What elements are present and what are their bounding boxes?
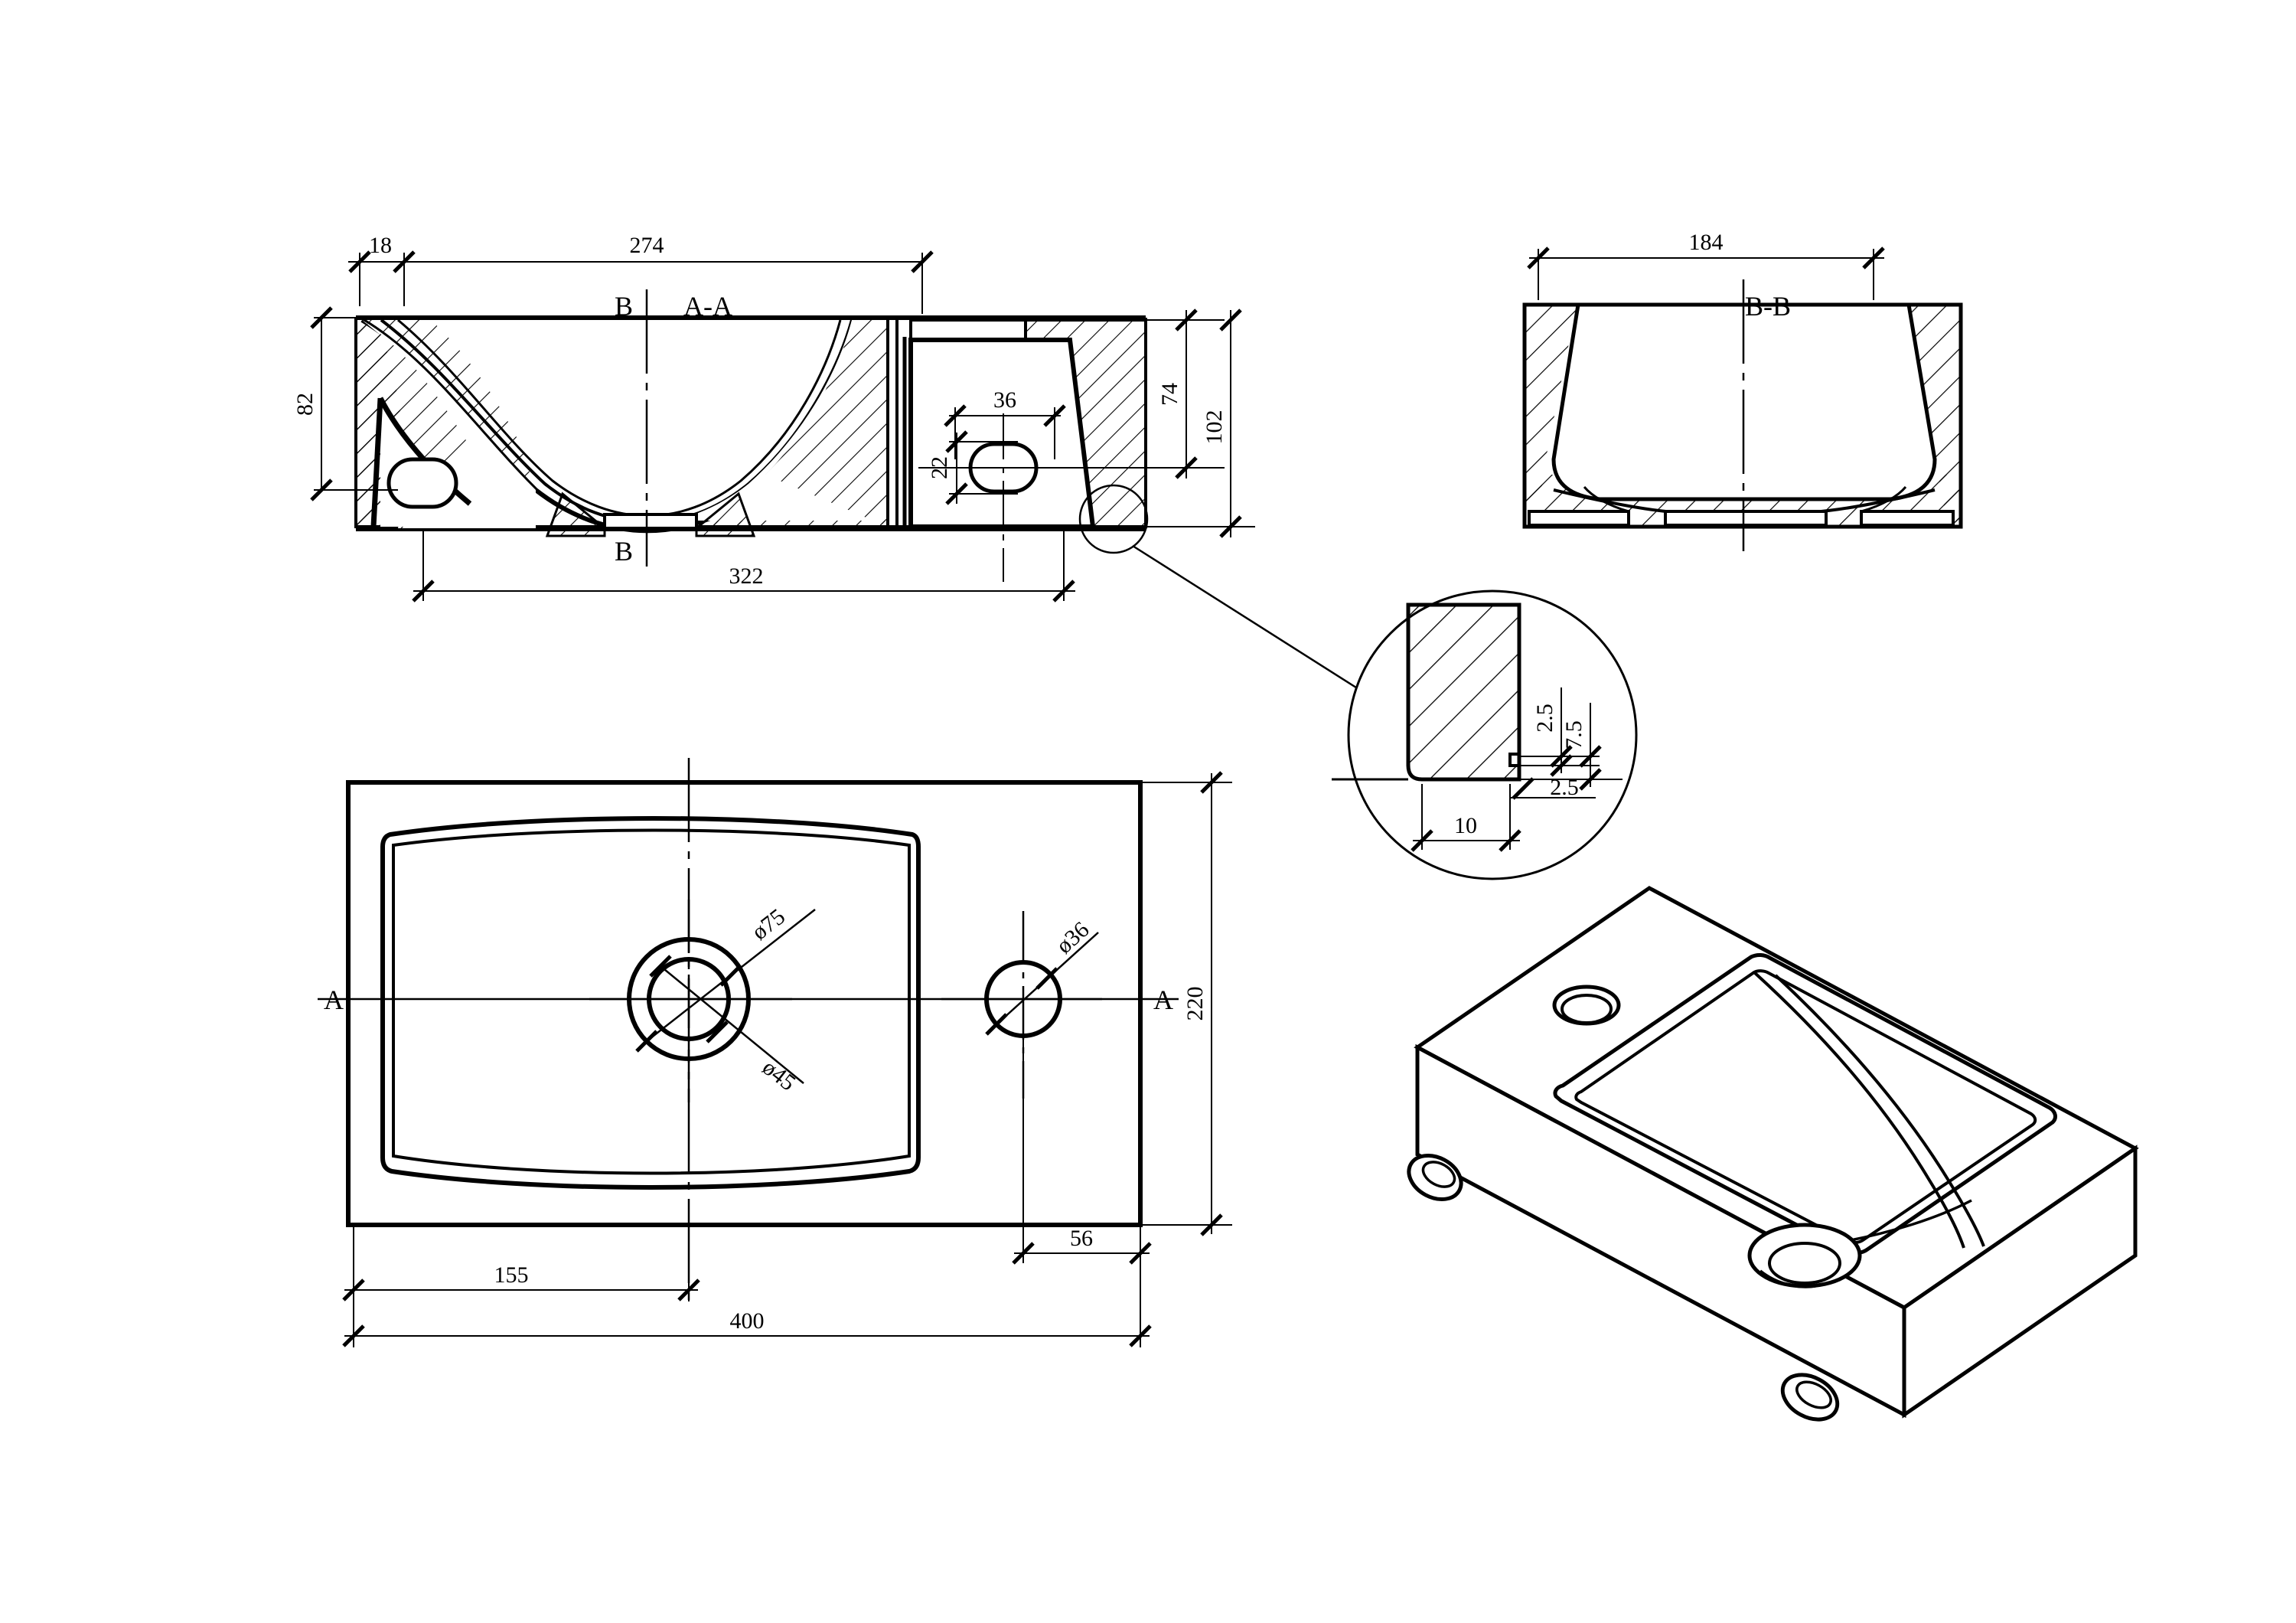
dim-102: 102 (1146, 310, 1255, 537)
dim-82: 82 (292, 308, 398, 500)
dim-56-text: 56 (1070, 1226, 1093, 1251)
dim-18-text: 18 (369, 233, 392, 258)
bb-view-label: B-B (1745, 291, 1791, 322)
view-section-bb: 184 B-B (1522, 230, 1963, 551)
dim-detail-7p5: 7.5 (1519, 703, 1623, 789)
dim-36-text: 36 (993, 387, 1016, 413)
bb-foot-slot-left (1528, 510, 1630, 527)
aa-section-mark-b-top: B (615, 291, 633, 322)
aa-section-mark-b-bottom: B (615, 536, 633, 567)
dim-detail-2p5-upper-text: 2.5 (1532, 704, 1557, 733)
dim-184-text: 184 (1689, 230, 1724, 255)
aa-left-obround-hole (386, 457, 458, 509)
iso-tap-hole-inner (1561, 994, 1613, 1024)
dim-22-text: 22 (927, 456, 952, 479)
iso-drain-inner (1768, 1242, 1841, 1285)
dim-detail-10-text: 10 (1454, 813, 1477, 838)
aa-view-label: A-A (683, 291, 732, 322)
dim-322-text: 322 (729, 563, 764, 589)
aa-foot-left-rib (545, 491, 606, 537)
view-plan: ø75 ø45 ø36 A A (318, 758, 1232, 1347)
dim-184: 184 (1528, 230, 1884, 300)
iso-side-hole-right-inner (1795, 1380, 1832, 1409)
iso-right-face (1902, 1145, 2138, 1419)
plan-section-mark-a-right: A (1153, 985, 1173, 1015)
dim-82-text: 82 (292, 393, 318, 416)
dim-155: 155 (344, 1225, 699, 1301)
iso-drain-shade (1759, 1269, 1816, 1288)
dim-400-text: 400 (730, 1308, 765, 1334)
detail-step-notch (1508, 753, 1519, 767)
dim-36: 36 (945, 387, 1065, 459)
iso-bowl-curve-1 (1753, 971, 1965, 1249)
iso-bowl-curve-2 (1774, 974, 1985, 1247)
aa-foot-slot (603, 513, 698, 530)
bb-foot-slot-right (1860, 510, 1955, 527)
bb-hatch-left (1525, 305, 1577, 527)
dim-detail-10: 10 (1412, 784, 1520, 851)
dim-322: 322 (413, 528, 1075, 601)
dim-detail-2p5-lower-text: 2.5 (1550, 775, 1579, 800)
dim-220-text: 220 (1182, 987, 1208, 1021)
dim-22: 22 (927, 432, 1018, 504)
dim-102-text: 102 (1202, 410, 1227, 445)
dim-detail-7p5-text: 7.5 (1561, 720, 1587, 749)
dim-274-text: 274 (630, 233, 664, 258)
iso-side-hole-left-inner (1421, 1161, 1456, 1188)
plan-section-mark-a-left: A (324, 985, 344, 1015)
dim-detail-2p5-lower: 2.5 (1510, 775, 1596, 800)
dim-274: 274 (403, 233, 932, 314)
detail-callout-leader (1132, 544, 1359, 691)
aa-foot-right-rib (695, 491, 756, 537)
dim-74-text: 74 (1157, 383, 1182, 406)
detail-wall-block (1406, 603, 1521, 782)
dim-400: 400 (344, 1253, 1150, 1347)
view-isometric (1407, 886, 2139, 1422)
dim-155-text: 155 (494, 1262, 529, 1288)
dim-detail-2p5-upper: 2.5 (1519, 687, 1600, 776)
view-section-aa: 18 274 82 322 (292, 233, 1359, 691)
dim-18: 18 (348, 233, 417, 306)
dim-56: 56 (1013, 1037, 1150, 1263)
iso-bowl-floor-edge (1846, 1199, 1972, 1243)
view-detail-enlargement: 2.5 7.5 2.5 10 (1332, 589, 1638, 880)
plan-bowl-rim-inner (392, 828, 911, 1175)
bb-foot-slot-center (1664, 510, 1828, 527)
dim-220: 220 (1140, 772, 1232, 1235)
dim-74: 74 (1102, 310, 1225, 478)
detail-callout-circle-small (1078, 484, 1149, 554)
aa-tap-chamber (908, 338, 1096, 529)
aa-deck-slot (909, 318, 1027, 341)
